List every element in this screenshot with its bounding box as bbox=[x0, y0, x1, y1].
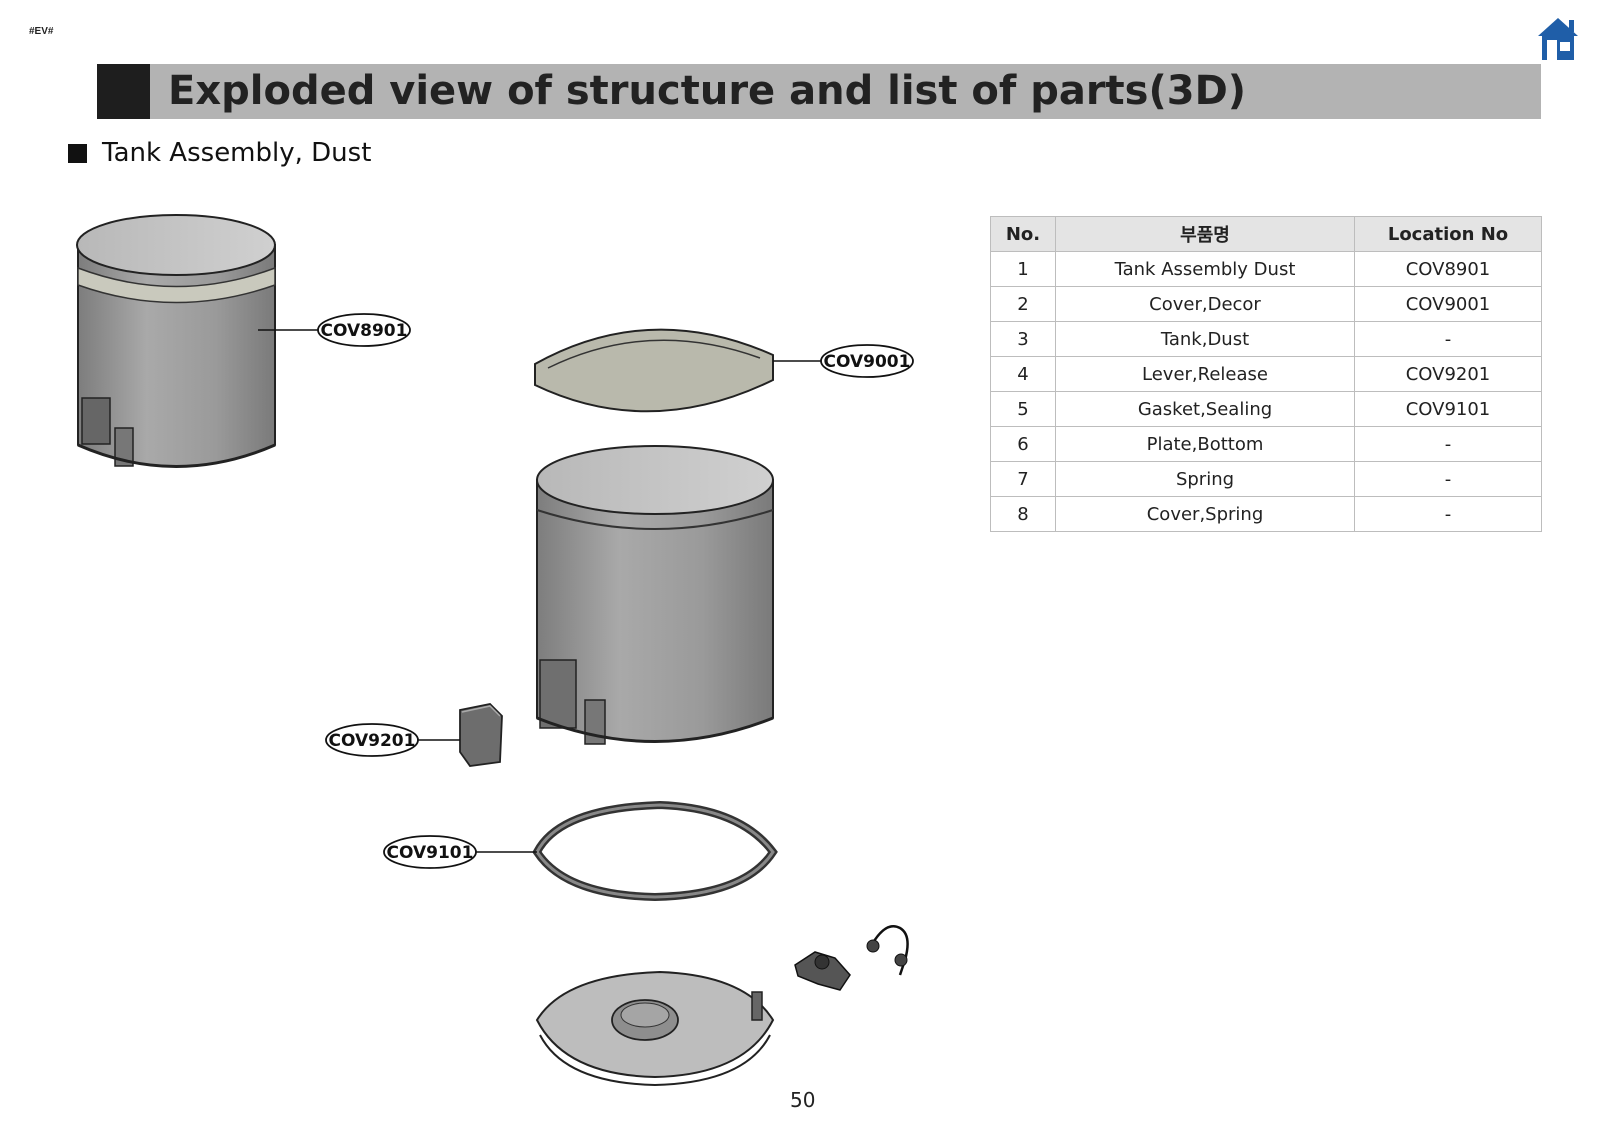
parts-table: No. 부품명 Location No 1 Tank Assembly Dust… bbox=[990, 216, 1542, 532]
section-title: Tank Assembly, Dust bbox=[102, 138, 372, 168]
title-accent-block bbox=[97, 64, 150, 119]
bottom-plate-drawing bbox=[535, 970, 775, 1087]
cell-location-no: COV9001 bbox=[1354, 286, 1542, 322]
table-row: 3 Tank,Dust - bbox=[990, 321, 1542, 357]
page-number: 50 bbox=[790, 1088, 816, 1112]
cover-decor-drawing bbox=[534, 328, 774, 413]
section-bullet bbox=[68, 144, 87, 163]
cell-location-no: - bbox=[1354, 426, 1542, 462]
cell-no: 5 bbox=[990, 391, 1056, 427]
table-row: 7 Spring - bbox=[990, 461, 1542, 497]
gasket-drawing bbox=[532, 800, 778, 902]
callout-cov9201: COV9201 bbox=[329, 731, 416, 751]
exploded-view-drawing: COV8901 COV9001 COV9201 COV9101 bbox=[76, 214, 914, 1087]
cell-part-name: Cover,Decor bbox=[1055, 286, 1355, 322]
tank-assembly-drawing bbox=[76, 214, 276, 468]
cell-location-no: - bbox=[1354, 496, 1542, 532]
cell-no: 8 bbox=[990, 496, 1056, 532]
spring-drawing bbox=[866, 925, 909, 976]
cell-location-no: COV9101 bbox=[1354, 391, 1542, 427]
page-title: Exploded view of structure and list of p… bbox=[168, 68, 1247, 114]
cell-part-name: Gasket,Sealing bbox=[1055, 391, 1355, 427]
cell-location-no: - bbox=[1354, 461, 1542, 497]
table-row: 2 Cover,Decor COV9001 bbox=[990, 286, 1542, 322]
cell-part-name: Lever,Release bbox=[1055, 356, 1355, 392]
cell-part-name: Plate,Bottom bbox=[1055, 426, 1355, 462]
cell-part-name: Cover,Spring bbox=[1055, 496, 1355, 532]
callout-cov8901-bubble bbox=[317, 313, 411, 347]
table-row: 8 Cover,Spring - bbox=[990, 496, 1542, 532]
header-location-no: Location No bbox=[1354, 216, 1542, 252]
cell-part-name: Tank,Dust bbox=[1055, 321, 1355, 357]
cell-location-no: COV9201 bbox=[1354, 356, 1542, 392]
cell-no: 1 bbox=[990, 251, 1056, 287]
document-tag: #EV# bbox=[29, 26, 54, 37]
home-icon[interactable] bbox=[1538, 16, 1578, 62]
cell-no: 7 bbox=[990, 461, 1056, 497]
cell-no: 4 bbox=[990, 356, 1056, 392]
dust-tank-drawing bbox=[536, 445, 774, 745]
table-header-row: No. 부품명 Location No bbox=[990, 216, 1542, 252]
callout-cov9001-bubble bbox=[820, 344, 914, 378]
table-row: 6 Plate,Bottom - bbox=[990, 426, 1542, 462]
cell-location-no: - bbox=[1354, 321, 1542, 357]
header-no: No. bbox=[990, 216, 1056, 252]
callout-cov9101: COV9101 bbox=[387, 843, 474, 863]
table-row: 1 Tank Assembly Dust COV8901 bbox=[990, 251, 1542, 287]
release-lever-drawing bbox=[459, 703, 503, 767]
table-row: 4 Lever,Release COV9201 bbox=[990, 356, 1542, 392]
callout-cov9101-bubble bbox=[383, 835, 477, 869]
table-row: 5 Gasket,Sealing COV9101 bbox=[990, 391, 1542, 427]
title-bar bbox=[150, 64, 1541, 119]
callout-cov8901: COV8901 bbox=[321, 321, 408, 341]
cell-no: 6 bbox=[990, 426, 1056, 462]
callout-cov9001: COV9001 bbox=[824, 352, 911, 372]
spring-cover-drawing bbox=[794, 951, 851, 991]
header-part-name: 부품명 bbox=[1055, 216, 1355, 252]
cell-no: 2 bbox=[990, 286, 1056, 322]
cell-no: 3 bbox=[990, 321, 1056, 357]
cell-location-no: COV8901 bbox=[1354, 251, 1542, 287]
cell-part-name: Spring bbox=[1055, 461, 1355, 497]
cell-part-name: Tank Assembly Dust bbox=[1055, 251, 1355, 287]
callout-cov9201-bubble bbox=[325, 723, 419, 757]
